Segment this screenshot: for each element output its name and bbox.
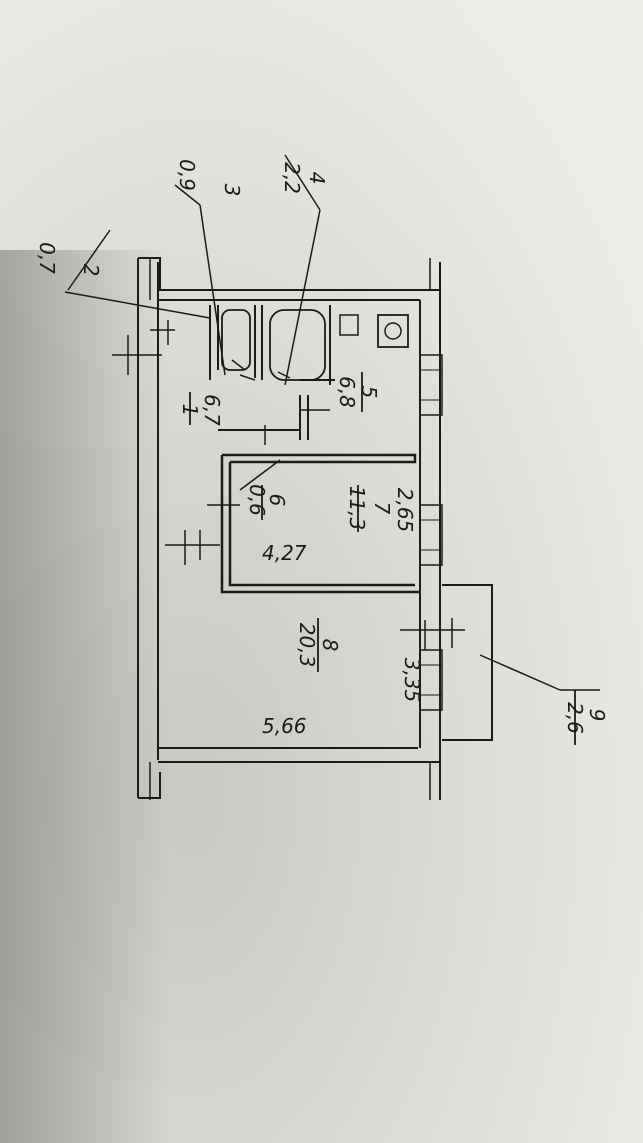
leader-lines <box>64 154 600 691</box>
room-9-number: 9 <box>585 709 609 722</box>
room-1-area: 6,7 <box>200 394 224 426</box>
room-1-number: 1 <box>178 404 202 417</box>
room-8-number: 8 <box>318 639 342 652</box>
room-7-number: 7 <box>370 502 394 515</box>
room-2-number: 2 <box>79 264 103 277</box>
bathtub <box>269 309 326 381</box>
balcony <box>442 584 493 741</box>
shadow <box>0 250 170 1143</box>
room-8-area: 20,3 <box>295 623 319 668</box>
dimension-5-66: 5,66 <box>262 714 307 738</box>
room-5-area: 6,8 <box>335 376 359 408</box>
room-6-area: 0,6 <box>245 484 269 516</box>
room-4-number: 4 <box>305 172 329 185</box>
fraction-bars <box>189 372 576 745</box>
bathtub-small <box>221 309 251 371</box>
room-5-number: 5 <box>357 386 381 399</box>
room-3-number: 3 <box>220 184 244 197</box>
dimension-2-65: 2,65 <box>393 488 417 533</box>
door-marks <box>112 320 465 650</box>
room-3-area: 0,9 <box>175 159 199 191</box>
fixtures <box>221 309 409 381</box>
dimension-4-27: 4,27 <box>262 541 307 565</box>
room-9-area: 2,6 <box>563 702 587 734</box>
room-labels: 1 6,7 2 0,7 3 0,9 4 2,2 5 6,8 6 0,6 7 11… <box>35 159 609 734</box>
room-4-area: 2,2 <box>280 162 304 194</box>
windows <box>419 354 443 711</box>
dimension-3-35: 3,35 <box>400 658 424 703</box>
stove <box>377 314 409 348</box>
room-2-area: 0,7 <box>35 242 59 274</box>
interior-walls <box>209 305 420 594</box>
room-6-number: 6 <box>265 494 289 507</box>
dimension-labels: 2,65 4,27 3,35 5,66 <box>262 488 424 738</box>
room-7-area: 11,3 <box>345 486 369 531</box>
sink <box>339 314 359 336</box>
